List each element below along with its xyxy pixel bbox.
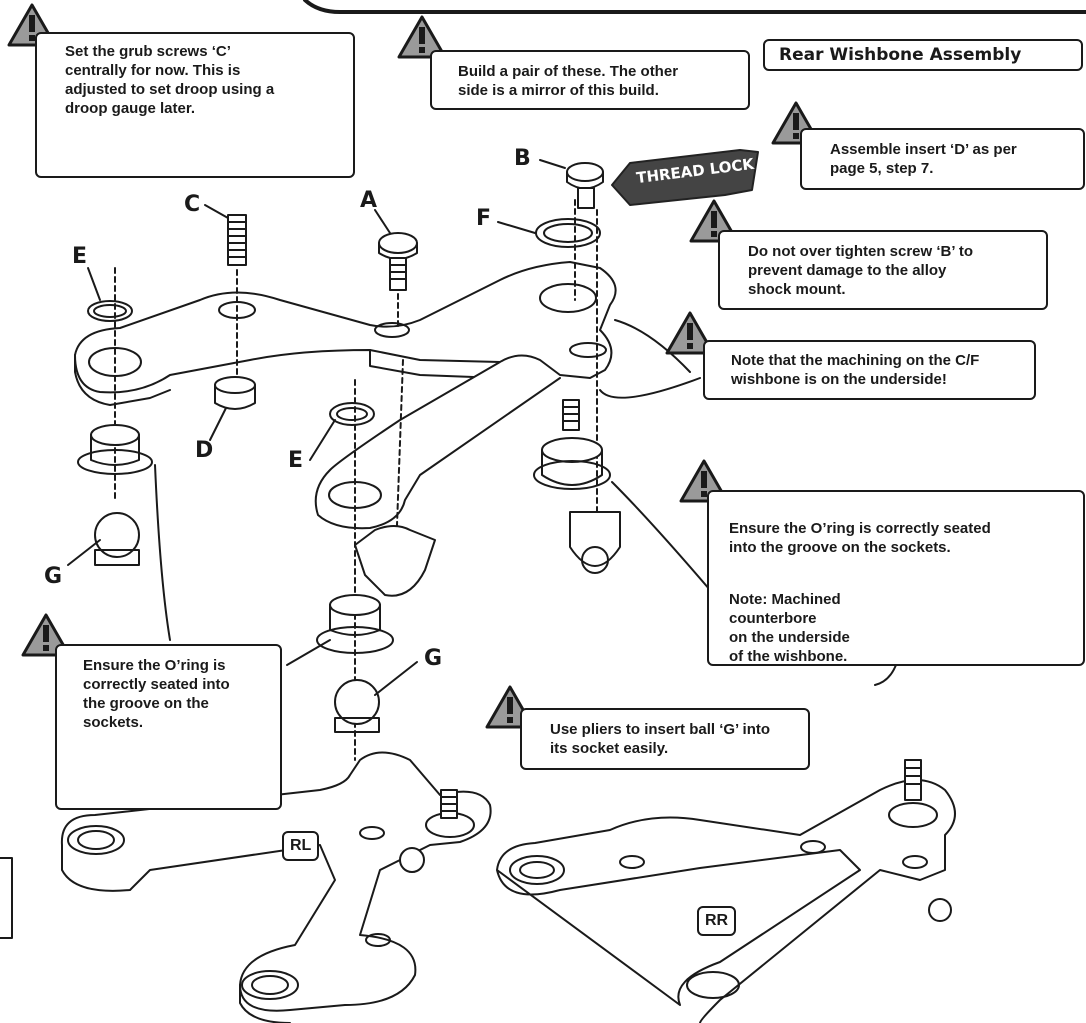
badge-rl: RL xyxy=(282,831,320,861)
thread-lock-tube xyxy=(611,149,759,206)
part-label-f: F xyxy=(476,206,492,231)
badge-rr: RR xyxy=(697,906,737,936)
note-machined-counterbore: Note: Machined counterbore on the unders… xyxy=(729,591,850,665)
note-build-pair: Build a pair of these. The other side is… xyxy=(430,50,750,110)
part-label-c: C xyxy=(184,192,201,217)
part-label-g-left: G xyxy=(44,564,63,589)
rl-wishbone-drawing xyxy=(60,751,492,1023)
note-over-tighten: Do not over tighten screw ‘B’ to prevent… xyxy=(718,230,1048,310)
part-label-b: B xyxy=(514,146,531,171)
lower-arm xyxy=(314,361,561,530)
warning-triangle-icon xyxy=(397,15,447,59)
page-title: Rear Wishbone Assembly xyxy=(763,39,1083,71)
part-label-e-middle: E xyxy=(288,448,304,473)
note-oring-right-text: Ensure the O’ring is correctly seated in… xyxy=(729,520,991,556)
rr-wishbone-drawing xyxy=(496,759,956,1023)
part-label-g-middle: G xyxy=(424,646,443,671)
note-insert-d: Assemble insert ‘D’ as per page 5, step … xyxy=(800,128,1085,190)
note-pliers: Use pliers to insert ball ‘G’ into its s… xyxy=(520,708,810,770)
note-machining-underside: Note that the machining on the C/F wishb… xyxy=(703,340,1036,400)
note-oring-right: Ensure the O’ring is correctly seated in… xyxy=(707,490,1085,666)
warning-triangle-icon xyxy=(665,311,715,355)
note-grub-screws: Set the grub screws ‘C’ centrally for no… xyxy=(35,32,355,178)
note-oring-left: Ensure the O’ring is correctly seated in… xyxy=(55,644,282,810)
part-label-d: D xyxy=(195,438,214,463)
part-label-e-left: E xyxy=(72,244,88,269)
upper-wishbone-plate xyxy=(74,261,617,394)
part-label-a: A xyxy=(360,188,378,213)
